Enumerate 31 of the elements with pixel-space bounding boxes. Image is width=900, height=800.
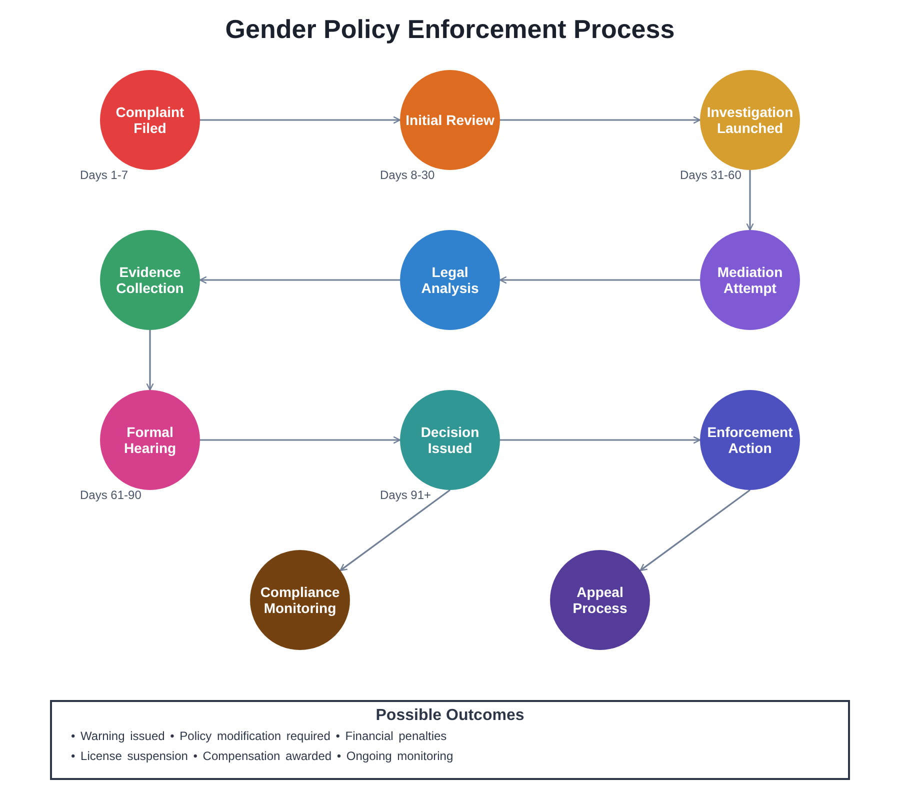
duration-label: Days 8-30: [380, 168, 435, 182]
duration-label: Days 91+: [380, 488, 432, 502]
duration-label: Days 1-7: [80, 168, 128, 182]
duration-label: Days 61-90: [80, 488, 142, 502]
step-label: Legal Analysis: [420, 264, 480, 296]
arrow: [199, 276, 400, 284]
arrow: [340, 489, 450, 572]
duration-label: Days 31-60: [680, 168, 742, 182]
arrow: [500, 116, 701, 124]
outcome-list: • Warning issued • Policy modification required • Financial penalties: [71, 729, 447, 743]
step-label: Decision Issued: [420, 424, 480, 456]
step-label: Appeal Process: [572, 584, 628, 616]
step-label: Complaint Filed: [114, 104, 186, 136]
step-label: Enforcement Action: [706, 424, 794, 456]
outcomes-panel: [50, 700, 850, 780]
step-label: Compliance Monitoring: [259, 584, 341, 616]
step-label: Mediation Attempt: [716, 264, 784, 296]
step-label: Evidence Collection: [115, 264, 185, 296]
panel-heading: Possible Outcomes: [374, 707, 526, 725]
arrow: [746, 170, 754, 231]
arrow: [640, 489, 750, 572]
arrow: [499, 276, 700, 284]
step-label: Initial Review: [404, 112, 496, 128]
arrow: [500, 436, 701, 444]
arrow: [200, 436, 401, 444]
outcome-list: • License suspension • Compensation awarded • Ongoing monitoring: [71, 749, 454, 763]
diagram-title: Gender Policy Enforcement Process: [224, 14, 676, 45]
arrow: [146, 330, 154, 391]
step-label: Investigation Launched: [706, 104, 794, 136]
arrow: [200, 116, 401, 124]
step-label: Formal Hearing: [122, 424, 178, 456]
